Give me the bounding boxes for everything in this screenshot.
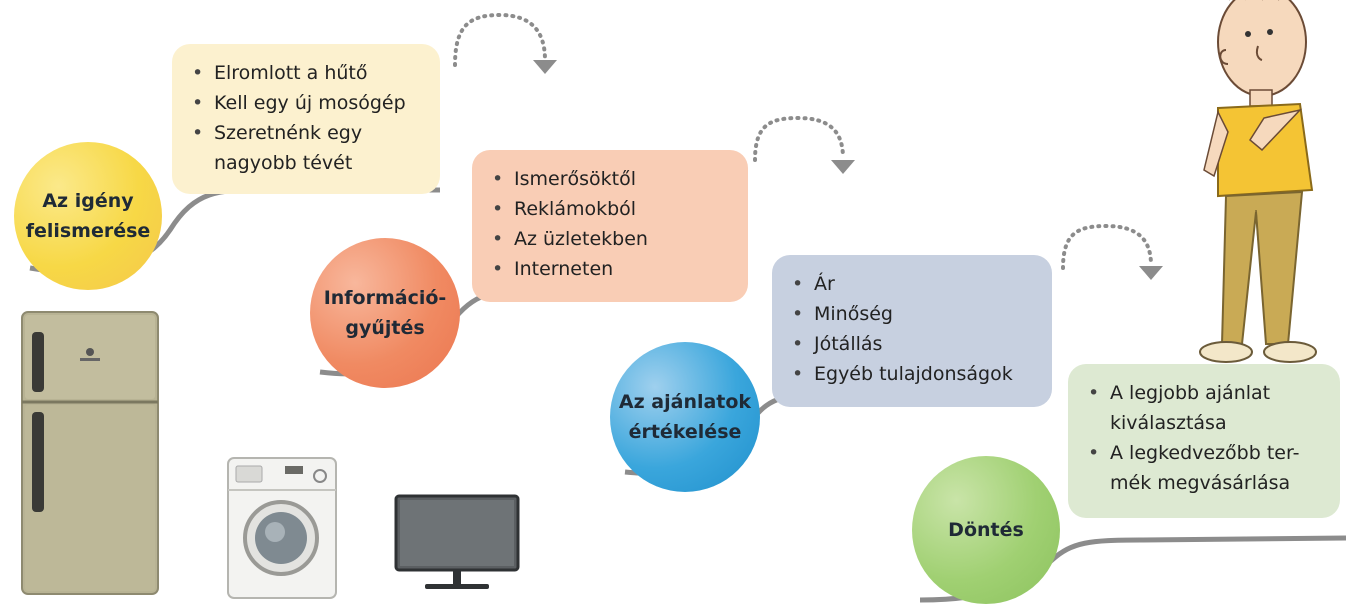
step-2-circle: Információ- gyűjtés (310, 238, 460, 388)
step-3-list: Ár Minőség Jótállás Egyéb tulajdonságok (790, 269, 1038, 389)
step-2-list: Ismerősöktől Reklámokból Az üzletekben I… (490, 164, 734, 284)
step-3-circle: Az ajánlatok értékelése (610, 342, 760, 492)
list-item: Kell egy új mosógép (190, 88, 426, 118)
list-item: Reklámokból (490, 194, 734, 224)
list-item: Ár (790, 269, 1038, 299)
list-item: Interneten (490, 254, 734, 284)
step-4-circle: Döntés (912, 456, 1060, 604)
step-1-title: Az igény felismerése (25, 190, 151, 242)
list-item: Ismerősöktől (490, 164, 734, 194)
step-1-box: Elromlott a hűtő Kell egy új mosógép Sze… (172, 44, 440, 194)
step-4-title: Döntés (948, 519, 1024, 541)
list-item: A legkedvezőbb ter-mék megvásárlása (1086, 438, 1326, 498)
step-2-title: Információ- gyűjtés (323, 287, 447, 339)
dotted-arrow-1 (453, 12, 547, 67)
list-item: Jótállás (790, 329, 1038, 359)
list-item: Egyéb tulajdonságok (790, 359, 1038, 389)
dotted-arrow-2 (753, 115, 845, 162)
arrowhead-1 (533, 60, 557, 74)
list-item: Minőség (790, 299, 1038, 329)
step-3-box: Ár Minőség Jótállás Egyéb tulajdonságok (772, 255, 1052, 407)
arrowhead-3 (1139, 266, 1163, 280)
dotted-arrow-3 (1061, 223, 1153, 270)
step-2-box: Ismerősöktől Reklámokból Az üzletekben I… (472, 150, 748, 302)
step-4-box: A legjobb ajánlat kiválasztása A legkedv… (1068, 364, 1340, 518)
list-item: Az üzletekben (490, 224, 734, 254)
step-1-list: Elromlott a hűtő Kell egy új mosógép Sze… (190, 58, 426, 178)
step-4-list: A legjobb ajánlat kiválasztása A legkedv… (1086, 378, 1326, 498)
list-item: A legjobb ajánlat kiválasztása (1086, 378, 1326, 438)
list-item: Elromlott a hűtő (190, 58, 426, 88)
step-1-circle: Az igény felismerése (14, 142, 162, 290)
list-item: Szeretnénk egy nagyobb tévét (190, 118, 426, 178)
step-3-title: Az ajánlatok értékelése (618, 391, 752, 443)
arrowhead-2 (831, 160, 855, 174)
